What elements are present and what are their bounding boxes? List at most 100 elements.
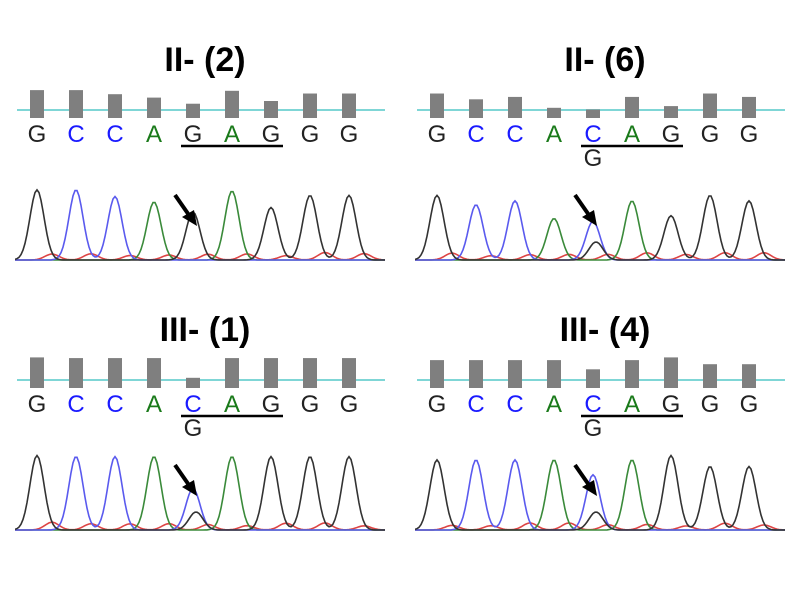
base-call: G (340, 391, 359, 418)
base-call: G (262, 391, 281, 418)
base-call: A (224, 121, 240, 148)
base-call: C (467, 391, 484, 418)
panel-title: III- (4) (559, 311, 651, 349)
secondary-base-call: G (184, 415, 203, 442)
base-call: G (701, 391, 720, 418)
quality-bar (108, 358, 122, 388)
base-call: G (262, 121, 281, 148)
trace-c (15, 189, 385, 261)
quality-bar (342, 358, 356, 388)
base-call: A (224, 391, 240, 418)
quality-bar (547, 360, 561, 388)
trace-g (415, 454, 785, 531)
secondary-base-call: G (584, 415, 603, 442)
arrow-head (182, 210, 197, 226)
quality-bar (225, 358, 239, 388)
quality-bar (469, 99, 483, 118)
base-call: C (584, 391, 601, 418)
trace-a (15, 456, 385, 531)
trace-g (15, 188, 385, 261)
base-call: G (740, 391, 759, 418)
base-call: A (624, 121, 640, 148)
secondary-base-call: G (584, 145, 603, 172)
quality-bar (108, 94, 122, 118)
quality-bar (586, 109, 600, 118)
trace-t (15, 521, 385, 531)
quality-bar (342, 93, 356, 118)
arrow-head (582, 480, 597, 496)
base-call: G (340, 121, 359, 148)
quality-bar (664, 357, 678, 388)
trace-c (15, 455, 385, 531)
base-call: G (428, 121, 447, 148)
quality-bar (186, 103, 200, 118)
trace-g (15, 454, 385, 531)
base-call: A (546, 391, 562, 418)
quality-bar (430, 93, 444, 118)
quality-bar (742, 364, 756, 388)
quality-bar (30, 357, 44, 388)
quality-bar (30, 90, 44, 118)
base-call: C (184, 391, 201, 418)
quality-bar (508, 360, 522, 388)
quality-bar (508, 96, 522, 118)
quality-bar (186, 377, 200, 388)
trace-a (415, 200, 785, 261)
quality-bar (147, 97, 161, 118)
base-call: C (67, 391, 84, 418)
base-call: G (428, 391, 447, 418)
trace-g (415, 194, 785, 261)
base-call: C (506, 391, 523, 418)
quality-bar (147, 358, 161, 388)
base-call: G (740, 121, 759, 148)
quality-bar (625, 96, 639, 118)
quality-bar (303, 358, 317, 388)
trace-c (415, 199, 785, 261)
panel-title: III- (1) (159, 311, 251, 349)
trace-t (15, 251, 386, 261)
base-call: A (546, 121, 562, 148)
base-call: A (146, 391, 162, 418)
quality-bar (430, 360, 444, 388)
base-call: C (584, 121, 601, 148)
quality-bar (703, 364, 717, 388)
base-call: G (662, 391, 681, 418)
base-call: G (28, 391, 47, 418)
base-call: C (467, 121, 484, 148)
quality-bar (742, 96, 756, 118)
base-call: C (106, 391, 123, 418)
base-call: G (701, 121, 720, 148)
base-call: G (301, 391, 320, 418)
base-call: A (146, 121, 162, 148)
base-call: C (67, 121, 84, 148)
quality-bar (303, 93, 317, 118)
base-call: A (624, 391, 640, 418)
quality-bar (225, 90, 239, 118)
quality-bar (703, 93, 717, 118)
quality-bar (264, 101, 278, 118)
quality-bar (625, 360, 639, 388)
panel-title: II- (6) (564, 41, 646, 79)
panel-title: II- (2) (164, 41, 246, 79)
base-call: G (28, 121, 47, 148)
base-call: C (506, 121, 523, 148)
arrow-head (582, 210, 597, 226)
base-call: G (184, 121, 203, 148)
quality-bar (664, 106, 678, 118)
quality-bar (264, 358, 278, 388)
base-call: G (662, 121, 681, 148)
quality-bar (69, 90, 83, 118)
quality-bar (586, 369, 600, 388)
quality-bar (69, 358, 83, 388)
quality-bar (469, 360, 483, 388)
base-call: C (106, 121, 123, 148)
base-call: G (301, 121, 320, 148)
quality-bar (547, 107, 561, 118)
